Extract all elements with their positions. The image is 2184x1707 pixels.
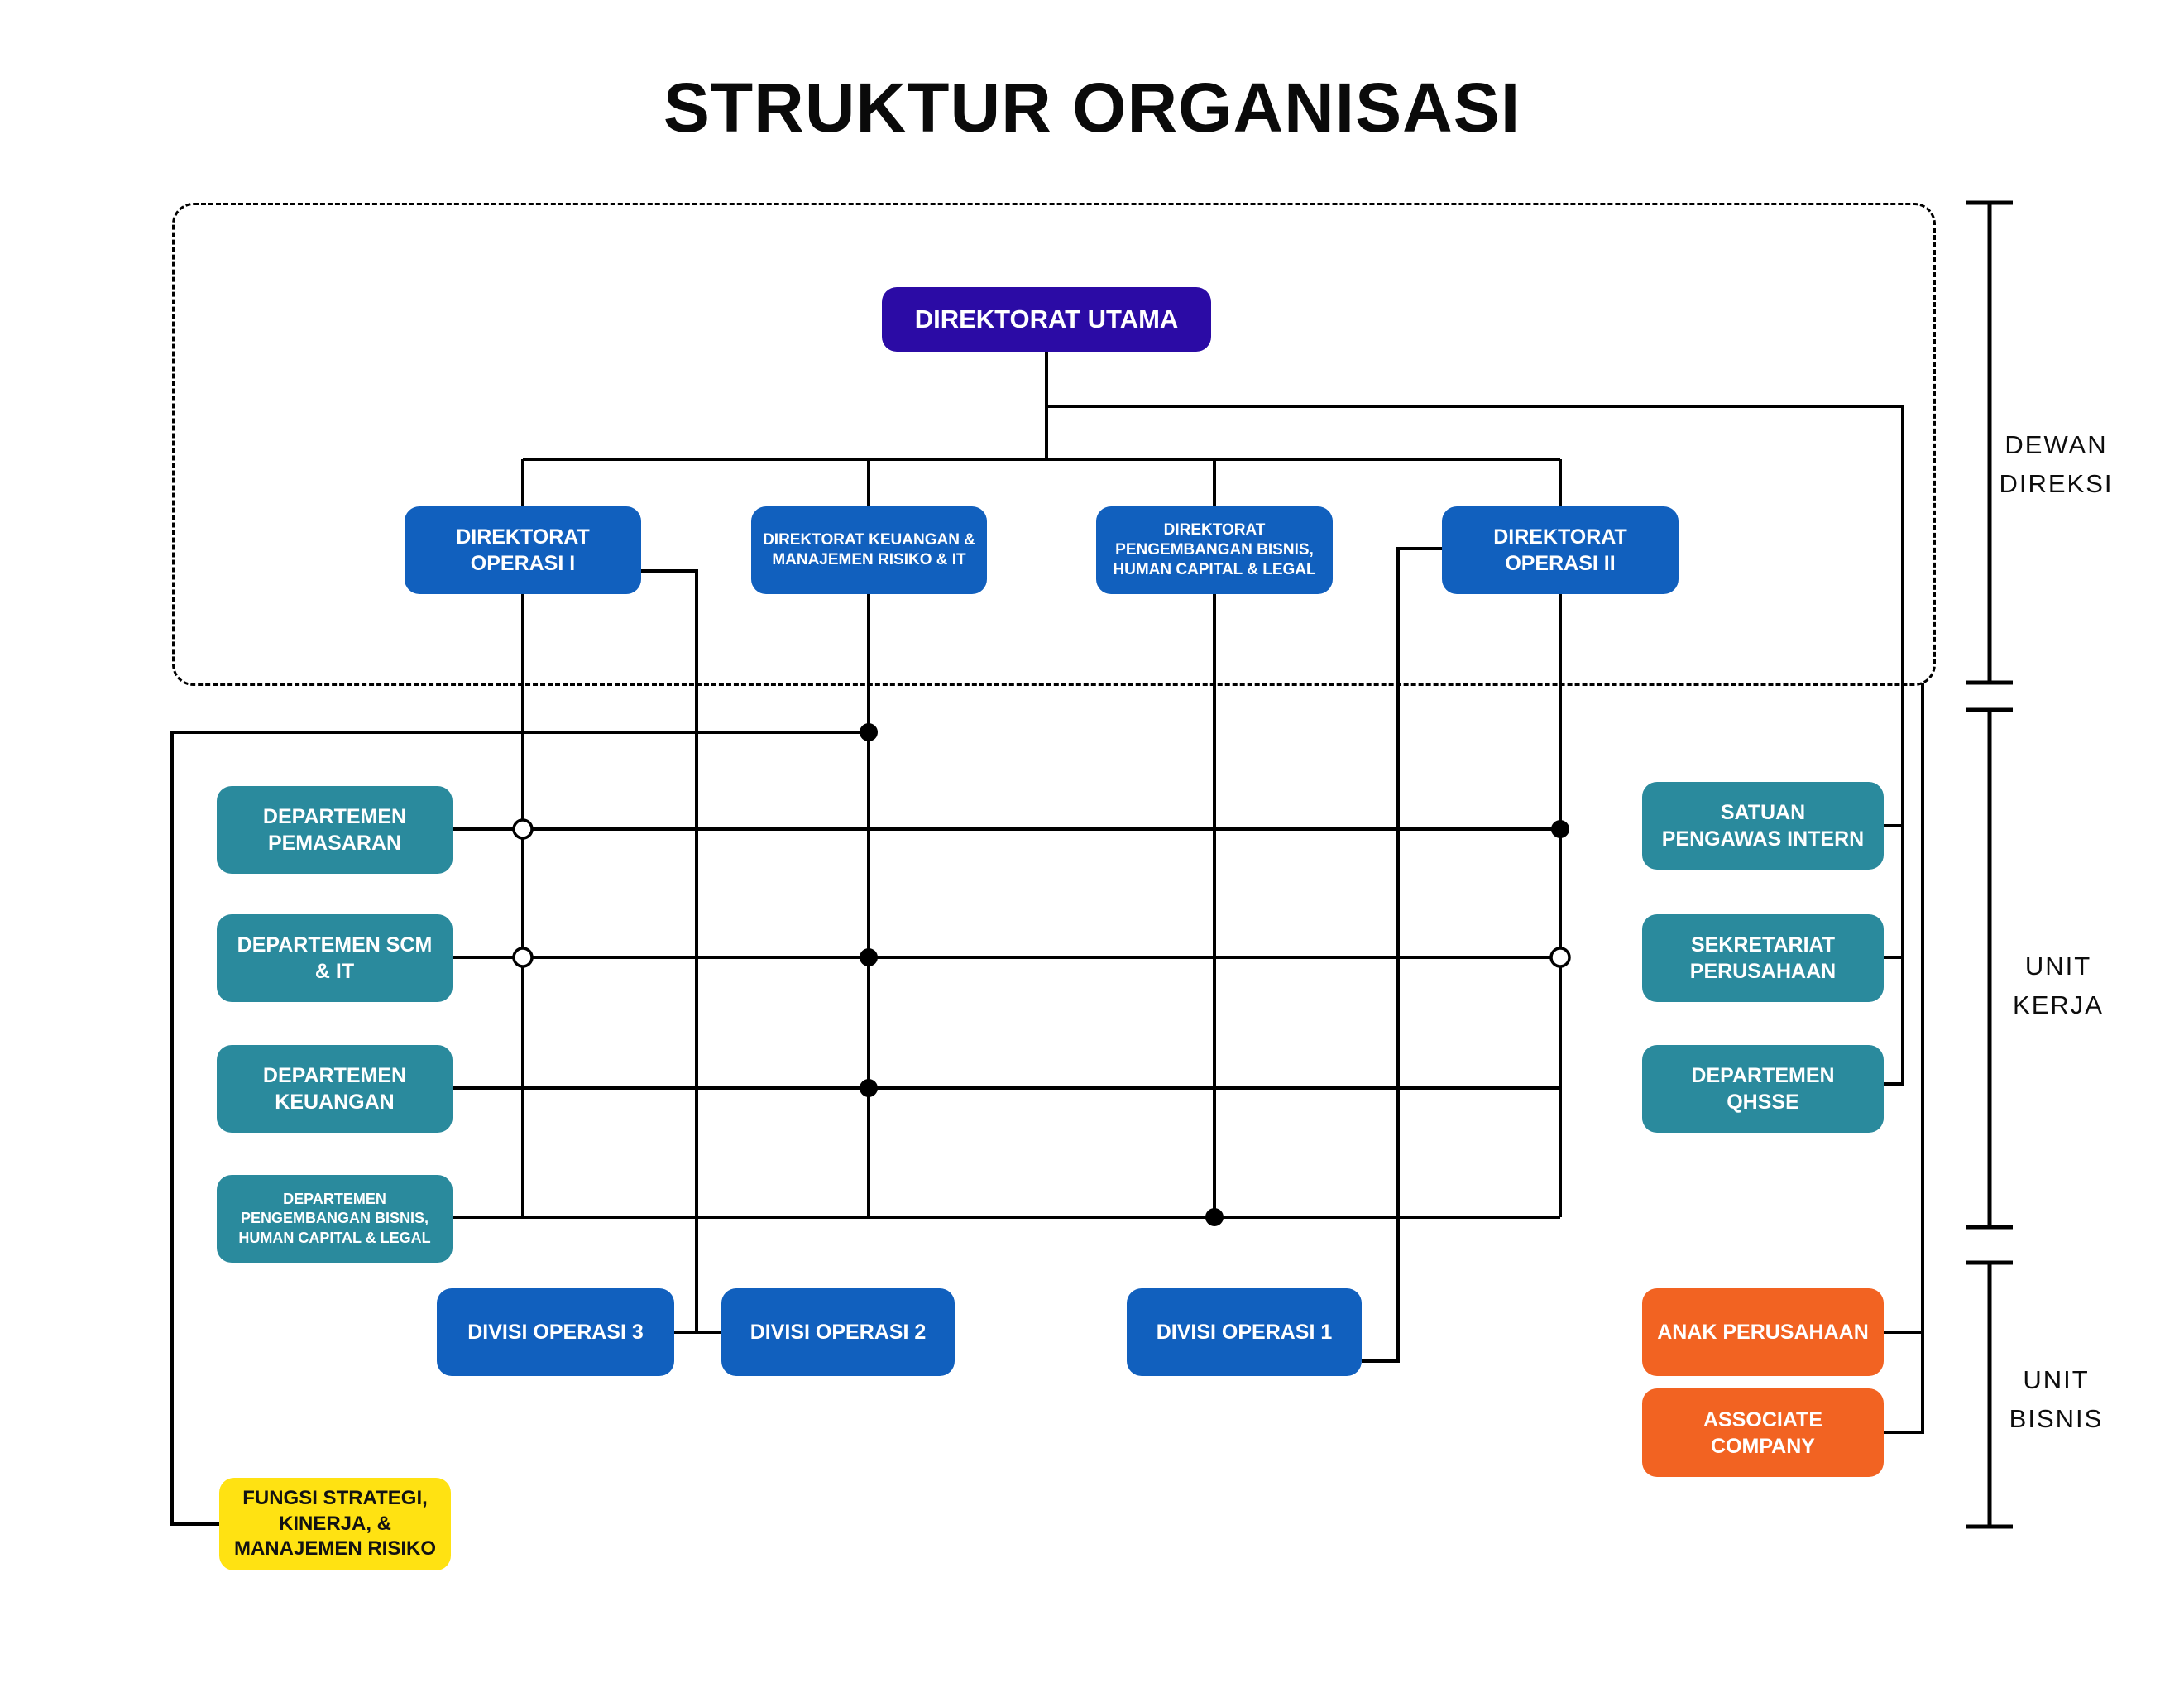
connector-fungsi-loop — [170, 731, 869, 1526]
node-direktorat-operasi-2: DIREKTORAT OPERASI II — [1442, 506, 1679, 594]
node-divisi-operasi-2: DIVISI OPERASI 2 — [721, 1288, 955, 1376]
node-fungsi-strategi: FUNGSI STRATEGI, KINERJA, & MANAJEMEN RI… — [219, 1478, 451, 1570]
connector-utama-right-branch — [1046, 405, 1904, 1086]
node-direktorat-keuangan: DIREKTORAT KEUANGAN & MANAJEMEN RISIKO &… — [751, 506, 987, 594]
connector-unit-bisnis-vertical — [1884, 683, 1924, 1434]
node-departemen-qhsse: DEPARTEMEN QHSSE — [1642, 1045, 1884, 1133]
connector-op1-right-to-divisi — [641, 569, 698, 1332]
connector-op2-left-to-divisi1 — [1362, 547, 1442, 1363]
junction-markers — [512, 723, 1571, 1226]
group-brackets — [1966, 200, 2013, 1529]
node-sekretariat-perusahaan: SEKRETARIAT PERUSAHAAN — [1642, 914, 1884, 1002]
node-departemen-scm-it: DEPARTEMEN SCM & IT — [217, 914, 453, 1002]
bracket-unit-bisnis — [1966, 1260, 2013, 1529]
bracket-label-unit-bisnis: UNIT BISNIS — [2009, 1365, 2104, 1433]
junction-dot-fungsi-keuangan — [860, 723, 878, 741]
node-divisi-operasi-1: DIVISI OPERASI 1 — [1127, 1288, 1362, 1376]
junction-circle-pemasaran-op1 — [512, 818, 534, 840]
junction-dot-keuangan-keuangan — [860, 1079, 878, 1097]
node-associate-company: ASSOCIATE COMPANY — [1642, 1388, 1884, 1477]
node-departemen-pemasaran: DEPARTEMEN PEMASARAN — [217, 786, 453, 874]
org-connectors — [170, 352, 1924, 1526]
node-direktorat-utama: DIREKTORAT UTAMA — [882, 287, 1211, 352]
node-direktorat-operasi-1: DIREKTORAT OPERASI I — [405, 506, 641, 594]
bracket-label-unit-kerja: UNIT KERJA — [2013, 952, 2104, 1019]
node-departemen-pengembangan: DEPARTEMEN PENGEMBANGAN BISNIS, HUMAN CA… — [217, 1175, 453, 1263]
junction-dot-pemasaran-op2 — [1551, 820, 1569, 838]
node-anak-perusahaan: ANAK PERUSAHAAN — [1642, 1288, 1884, 1376]
node-departemen-keuangan: DEPARTEMEN KEUANGAN — [217, 1045, 453, 1133]
node-divisi-operasi-3: DIVISI OPERASI 3 — [437, 1288, 674, 1376]
junction-circle-scm-op1 — [512, 947, 534, 968]
junction-dot-pengembangan — [1205, 1208, 1224, 1226]
bracket-label-dewan-direksi: DEWAN DIREKSI — [1999, 430, 2114, 498]
bracket-unit-kerja — [1966, 707, 2013, 1230]
dewan-direksi-dashed-boundary — [172, 203, 1936, 686]
node-direktorat-pengembangan: DIREKTORAT PENGEMBANGAN BISNIS, HUMAN CA… — [1096, 506, 1333, 594]
bracket-dewan-direksi — [1966, 200, 2013, 685]
node-satuan-pengawas-intern: SATUAN PENGAWAS INTERN — [1642, 782, 1884, 870]
page-title: STRUKTUR ORGANISASI — [663, 69, 1521, 146]
junction-circle-scm-op2 — [1549, 947, 1571, 968]
junction-dot-scm-keuangan — [860, 948, 878, 966]
